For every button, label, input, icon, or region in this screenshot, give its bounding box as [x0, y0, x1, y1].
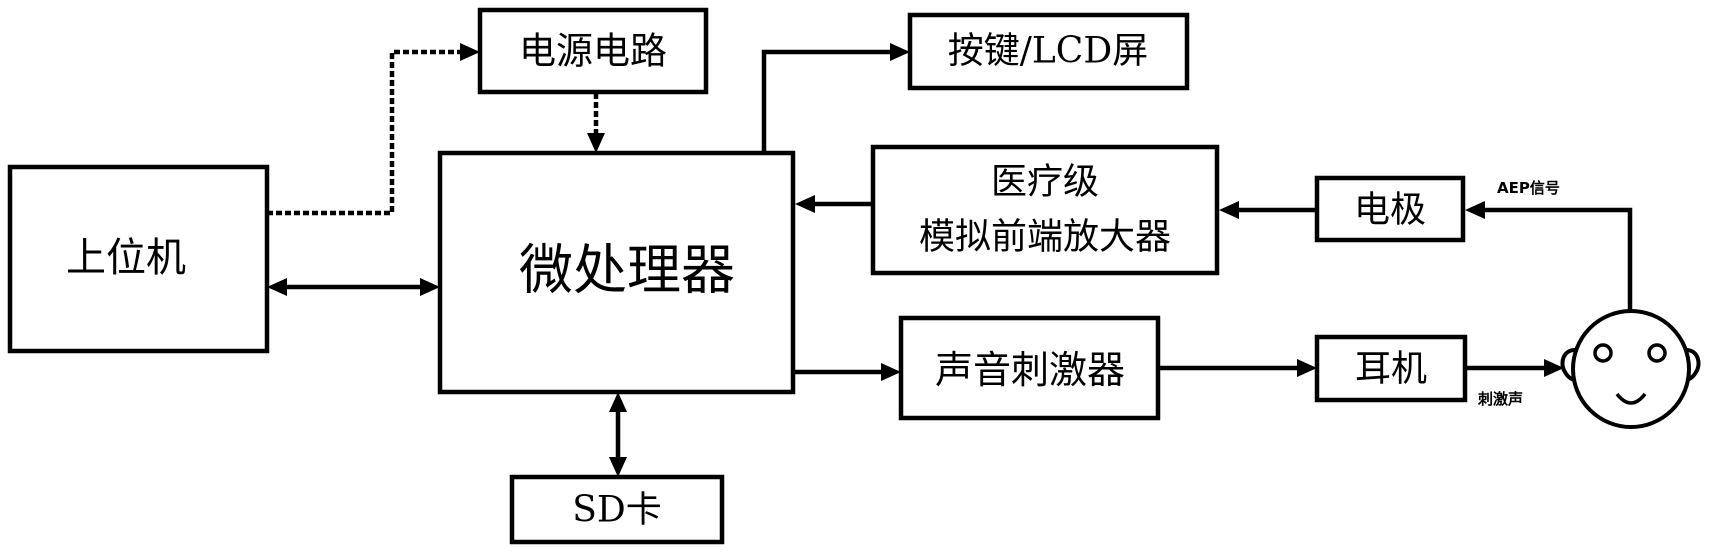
- block-mcu: 微处理器: [437, 150, 796, 395]
- block-power: 电源电路: [477, 7, 709, 95]
- aep-signal-label: AEP信号: [1497, 179, 1560, 197]
- arrowhead-left: [267, 278, 287, 296]
- arrowhead-right: [890, 43, 910, 61]
- connector-host-to-power: [267, 43, 480, 216]
- arrowhead-right: [460, 43, 480, 61]
- block-electrode: 电极: [1314, 175, 1466, 243]
- arrowhead-right: [881, 363, 901, 381]
- arrowhead-right: [420, 278, 440, 296]
- connector-host-mcu-bidirectional: [267, 278, 440, 296]
- connector-mcu-to-keys-lcd: [761, 43, 910, 153]
- right-eye-icon: [1647, 343, 1667, 363]
- block-sd-card: SD卡: [509, 474, 725, 545]
- stimulus-sound-label: 刺激声: [1478, 390, 1523, 408]
- block-amplifier-label-line1: 医疗级: [991, 162, 1099, 203]
- block-keys-lcd: 按键/LCD屏: [907, 12, 1190, 91]
- block-sound-stimulator-label: 声音刺激器: [935, 348, 1125, 392]
- block-sound-stimulator: 声音刺激器: [898, 315, 1161, 421]
- block-power-label: 电源电路: [519, 30, 667, 73]
- block-host: 上位机: [7, 164, 270, 354]
- connector-electrode-to-amplifier: [1219, 201, 1317, 219]
- block-keys-lcd-label: 按键/LCD屏: [948, 31, 1148, 72]
- arrowhead-right: [1297, 359, 1317, 377]
- arrowhead-up: [609, 392, 627, 412]
- block-earphone-label: 耳机: [1355, 349, 1427, 390]
- block-sd-card-label: SD卡: [572, 490, 662, 531]
- smile-icon: [1615, 392, 1647, 405]
- block-amplifier: 医疗级 模拟前端放大器: [870, 144, 1220, 276]
- connector-mcu-to-sound-stimulator: [793, 363, 901, 381]
- connector-power-to-mcu: [587, 93, 605, 153]
- block-mcu-label: 微处理器: [519, 239, 735, 302]
- arrowhead-left: [795, 195, 815, 213]
- connector-subject-to-electrode: [1465, 201, 1633, 310]
- arrowhead-down: [609, 457, 627, 477]
- arrowhead-left: [1465, 201, 1485, 219]
- block-earphone: 耳机: [1314, 334, 1468, 403]
- block-host-label: 上位机: [66, 235, 186, 281]
- arrowhead-right: [1544, 359, 1564, 377]
- left-eye-icon: [1593, 343, 1613, 363]
- block-electrode-label: 电极: [1354, 190, 1426, 231]
- block-amplifier-label-line2: 模拟前端放大器: [919, 217, 1171, 258]
- connector-mcu-sd-bidirectional: [609, 392, 627, 477]
- head-outline: [1571, 309, 1691, 429]
- connector-earphone-to-subject: [1465, 359, 1564, 377]
- connector-amplifier-to-mcu: [795, 195, 873, 213]
- arrowhead-left: [1219, 201, 1239, 219]
- connector-stimulator-to-earphone: [1158, 359, 1317, 377]
- arrowhead-down: [587, 133, 605, 153]
- smiling-head-icon: [1560, 309, 1701, 429]
